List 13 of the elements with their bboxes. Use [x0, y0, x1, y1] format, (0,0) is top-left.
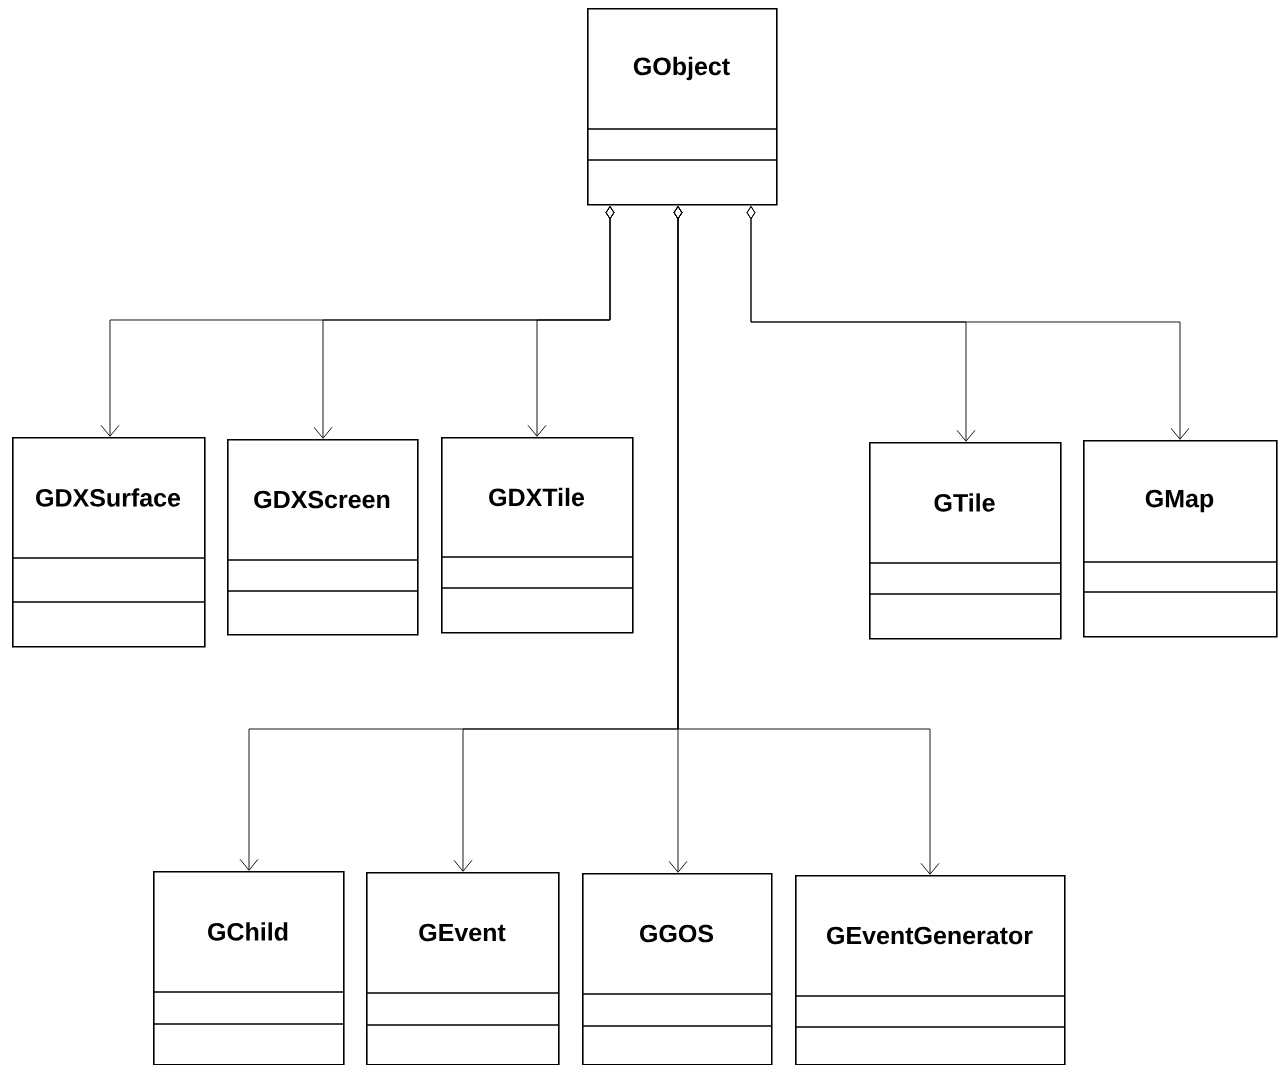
- class-box: GDXScreen: [226, 439, 419, 636]
- class-box: GGOS: [581, 873, 773, 1065]
- aggregation-arrow: [527, 206, 615, 437]
- class-box: GChild: [152, 871, 345, 1065]
- class-box: GMap: [1082, 440, 1278, 638]
- class-box: GTile: [868, 442, 1062, 640]
- class-box: GEventGenerator: [794, 875, 1066, 1065]
- aggregation-arrow: [746, 206, 1190, 440]
- class-box: GEvent: [365, 872, 560, 1065]
- class-box: GDXSurface: [11, 437, 206, 648]
- class-box: GDXTile: [440, 437, 634, 634]
- class-box: GObject: [586, 8, 778, 206]
- aggregation-arrow: [673, 206, 940, 875]
